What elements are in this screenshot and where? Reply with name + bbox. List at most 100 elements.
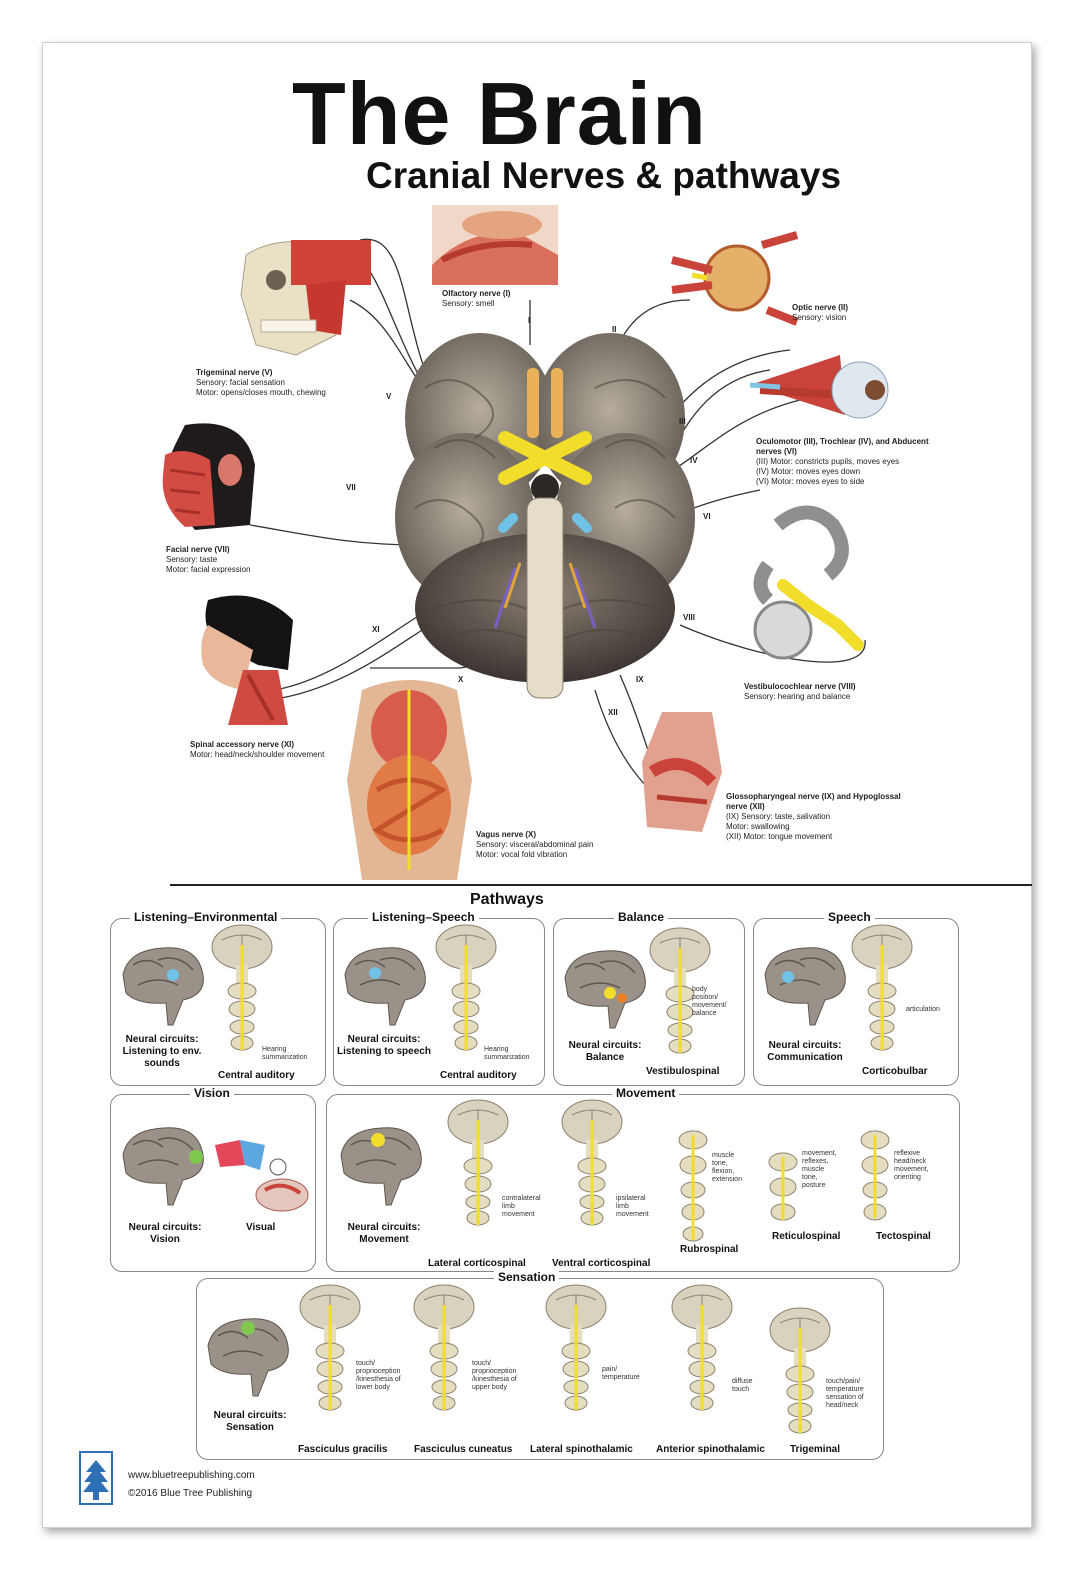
- numeral-iii: III: [679, 417, 686, 426]
- olfactory-nerve-label: Olfactory nerve (I)Sensory: smell: [442, 289, 511, 308]
- numeral-vii: VII: [346, 483, 356, 492]
- circuit-listening-env: Neural circuits: Listening to env. sound…: [122, 1034, 202, 1069]
- trigeminal-nerve-label: Trigeminal nerve (V)Sensory: facial sens…: [196, 368, 326, 397]
- note-lateral-spinothalamic: pain/ temperature: [602, 1366, 640, 1381]
- note-cuneatus: touch/ proprioception /kinesthesia of up…: [472, 1360, 517, 1391]
- side-brain-sensation: [207, 1317, 290, 1397]
- note-tectospinal: reflexive head/neck movement, orienting: [894, 1150, 929, 1181]
- poster-title: The Brain: [292, 64, 707, 163]
- vagus-nerve-label: Vagus nerve (X)Sensory: visceral/abdomin…: [476, 830, 594, 859]
- tract-vestibulospinal: Vestibulospinal: [646, 1066, 720, 1077]
- panel-listening-environmental-title: Listening–Environmental: [130, 910, 282, 924]
- circuit-vision: Neural circuits: Vision: [128, 1222, 202, 1245]
- panel-balance-title: Balance: [614, 910, 669, 924]
- coronal-spine-lateral-corticospinal: [446, 1098, 510, 1227]
- facial-nerve-label: Facial nerve (VII)Sensory: taste Motor: …: [166, 545, 251, 574]
- circuit-balance: Neural circuits: Balance: [568, 1040, 642, 1063]
- numeral-iv: IV: [690, 456, 698, 465]
- tract-lateral-spinothalamic: Lateral spinothalamic: [530, 1444, 633, 1455]
- side-brain-speech: [764, 946, 847, 1026]
- side-brain-listening-speech: [344, 946, 427, 1026]
- circuit-movement: Neural circuits: Movement: [347, 1222, 421, 1245]
- panel-vision-title: Vision: [190, 1086, 234, 1100]
- note-trigeminal-sensation: touch/pain/ temperature sensation of hea…: [826, 1378, 864, 1409]
- tract-ventral-corticospinal: Ventral corticospinal: [552, 1258, 651, 1269]
- spinal-accessory-nerve-label: Spinal accessory nerve (XI)Motor: head/n…: [190, 740, 325, 759]
- coronal-spine-trigeminal: [768, 1306, 832, 1435]
- vestibulocochlear-nerve-label: Vestibulocochlear nerve (VIII)Sensory: h…: [744, 682, 856, 701]
- numeral-x: X: [458, 675, 464, 684]
- eye-muscles-image: [749, 355, 889, 419]
- tract-tectospinal: Tectospinal: [876, 1231, 931, 1242]
- circuit-sensation: Neural circuits: Sensation: [213, 1410, 287, 1433]
- tract-corticobulbar: Corticobulbar: [862, 1066, 928, 1077]
- olfactory-nasal-cavity-image: [432, 205, 558, 285]
- numeral-ix: IX: [636, 675, 644, 684]
- numeral-ii: II: [612, 325, 617, 334]
- tract-central-auditory-2: Central auditory: [440, 1070, 517, 1081]
- poster-subtitle: Cranial Nerves & pathways: [366, 155, 842, 196]
- numeral-v: V: [386, 392, 392, 401]
- spine-reticulospinal: [768, 1152, 798, 1221]
- note-gracilis: touch/ proprioception /kinesthesia of lo…: [356, 1360, 401, 1391]
- note-balance: body position/ movement/ balance: [692, 986, 727, 1017]
- side-brain-movement: [340, 1126, 423, 1206]
- side-brain-vision: [122, 1126, 205, 1206]
- tract-visual: Visual: [246, 1222, 276, 1233]
- face-facial-muscles-image: [162, 423, 255, 530]
- circuit-speech: Neural circuits: Communication: [767, 1040, 843, 1063]
- tract-fasciculus-cuneatus: Fasciculus cuneatus: [414, 1444, 513, 1455]
- copyright-text: ©2016 Blue Tree Publishing: [128, 1488, 253, 1499]
- numeral-viii: VIII: [683, 613, 696, 622]
- coronal-spine-speech: [850, 923, 914, 1052]
- coronal-spine-cuneatus: [412, 1283, 476, 1412]
- numeral-i: I: [528, 316, 531, 325]
- circuit-listening-speech: Neural circuits: Listening to speech: [337, 1034, 431, 1057]
- pathways-title: Pathways: [470, 891, 544, 908]
- blue-tree-logo-icon: [79, 1451, 113, 1505]
- coronal-spine-listening-env: [210, 923, 274, 1052]
- coronal-spine-anterior-spinothalamic: [670, 1283, 734, 1412]
- tract-trigeminal: Trigeminal: [790, 1444, 841, 1455]
- side-brain-balance: [564, 949, 647, 1029]
- note-reticulospinal: movement, reflexes, muscle tone, posture: [802, 1150, 837, 1189]
- tract-reticulospinal: Reticulospinal: [772, 1231, 841, 1242]
- head-neck-accessory-image: [201, 595, 293, 725]
- panel-sensation-title: Sensation: [494, 1270, 560, 1284]
- spine-rubrospinal: [678, 1130, 708, 1242]
- note-listening-env: Hearing summarization: [262, 1046, 308, 1061]
- panel-listening-speech-title: Listening–Speech: [368, 910, 479, 924]
- eyeball-optic-image: [671, 231, 799, 326]
- optic-nerve-label: Optic nerve (II)Sensory: vision: [792, 303, 849, 322]
- spine-tectospinal: [860, 1130, 890, 1221]
- section-divider: [170, 884, 1032, 886]
- panel-speech-title: Speech: [824, 910, 875, 924]
- tract-rubrospinal: Rubrospinal: [680, 1244, 739, 1255]
- visual-field-diagram: [215, 1140, 309, 1212]
- note-lateral-corticospinal: contralateral limb movement: [502, 1195, 541, 1218]
- coronal-spine-ventral-corticospinal: [560, 1098, 624, 1227]
- coronal-spine-gracilis: [298, 1283, 362, 1412]
- note-listening-speech: Hearing summarization: [484, 1046, 530, 1061]
- tract-anterior-spinothalamic: Anterior spinothalamic: [656, 1444, 765, 1455]
- tract-lateral-corticospinal: Lateral corticospinal: [428, 1258, 526, 1269]
- note-speech: articulation: [906, 1006, 940, 1013]
- side-brain-listening-env: [122, 946, 205, 1026]
- panel-movement-title: Movement: [612, 1086, 680, 1100]
- coronal-spine-lateral-spinothalamic: [544, 1283, 608, 1412]
- torso-organs-vagus-image: [347, 680, 472, 880]
- tract-central-auditory-1: Central auditory: [218, 1070, 295, 1081]
- note-ventral-corticospinal: ipsilateral limb movement: [616, 1195, 649, 1218]
- skull-jaw-muscle-image: [240, 240, 371, 356]
- oculomotor-trochlear-abducent-label: Oculomotor (III), Trochlear (IV), and Ab…: [756, 437, 929, 486]
- inner-ear-cochlea-image: [753, 505, 864, 660]
- tract-fasciculus-gracilis: Fasciculus gracilis: [298, 1444, 388, 1455]
- publisher-url: www.bluetreepublishing.com: [128, 1470, 255, 1481]
- numeral-vi: VI: [703, 512, 711, 521]
- note-rubrospinal: muscle tone, flexion, extension: [712, 1152, 742, 1183]
- numeral-xii: XII: [608, 708, 618, 717]
- mouth-throat-tongue-image: [642, 712, 722, 832]
- note-anterior-spinothalamic: diffuse touch: [732, 1378, 753, 1393]
- coronal-spine-listening-speech: [434, 923, 498, 1052]
- numeral-xi: XI: [372, 625, 380, 634]
